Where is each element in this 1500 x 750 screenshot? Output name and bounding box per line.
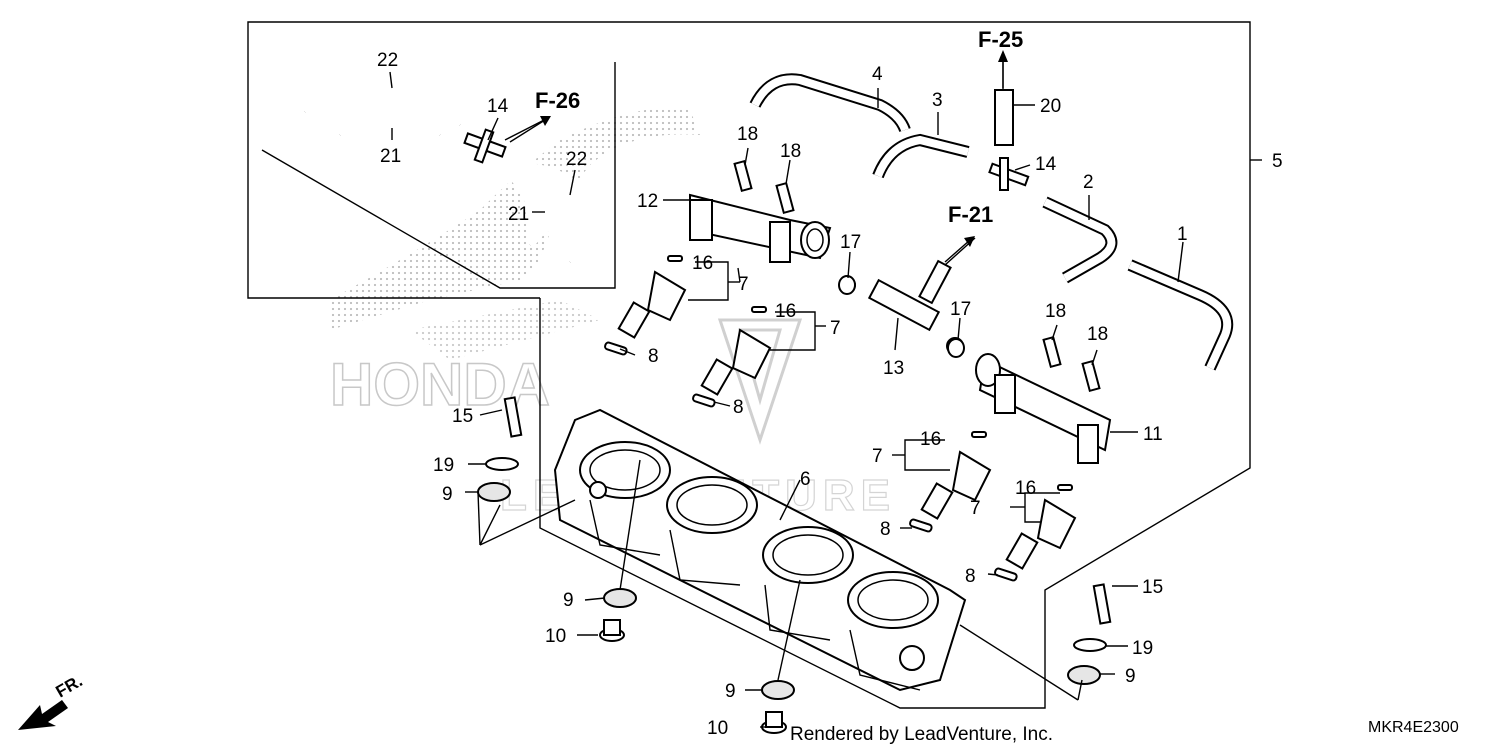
fuel-rail-upper bbox=[689, 193, 832, 263]
callout-5: 5 bbox=[1272, 151, 1283, 172]
callout-22-top: 22 bbox=[377, 50, 398, 71]
callout-13: 13 bbox=[883, 358, 904, 379]
ref-f21[interactable]: F-21 bbox=[948, 202, 993, 227]
leader-lines bbox=[389, 60, 1262, 728]
callout-18-b: 18 bbox=[780, 141, 801, 162]
callout-9-d: 9 bbox=[1125, 666, 1136, 687]
callout-6: 6 bbox=[800, 469, 811, 490]
assembly-frame bbox=[247, 21, 1251, 709]
fasteners bbox=[477, 159, 1112, 734]
dealer-logo-watermark bbox=[717, 318, 803, 445]
callout-8-c: 8 bbox=[880, 519, 891, 540]
callout-2: 2 bbox=[1083, 172, 1094, 193]
callout-16-d: 16 bbox=[1015, 478, 1036, 499]
callout-18-a: 18 bbox=[737, 124, 758, 145]
callout-16-b: 16 bbox=[775, 301, 796, 322]
front-direction-indicator: FR. bbox=[18, 671, 86, 730]
callout-3: 3 bbox=[932, 90, 943, 111]
callout-8-d: 8 bbox=[965, 566, 976, 587]
callout-9-c: 9 bbox=[725, 681, 736, 702]
fuel-rail-lower bbox=[975, 353, 1112, 464]
front-arrow-icon bbox=[18, 700, 68, 730]
callout-17-a: 17 bbox=[840, 232, 861, 253]
front-indicator-label: FR. bbox=[53, 671, 86, 701]
callout-14-inset: 14 bbox=[487, 96, 509, 117]
rendered-by-credit: Rendered by LeadVenture, Inc. bbox=[790, 724, 1053, 745]
callout-19-b: 19 bbox=[1132, 638, 1153, 659]
callout-18-c: 18 bbox=[1045, 301, 1066, 322]
callout-8-a: 8 bbox=[648, 346, 659, 367]
callout-21-top: 21 bbox=[380, 146, 401, 167]
throttle-body bbox=[553, 408, 967, 692]
callout-16-a: 16 bbox=[692, 253, 713, 274]
reference-arrows bbox=[509, 50, 1008, 263]
callout-15-a: 15 bbox=[452, 406, 473, 427]
callout-7-c: 7 bbox=[872, 446, 883, 467]
callout-15-b: 15 bbox=[1142, 577, 1163, 598]
injectors bbox=[617, 270, 1077, 570]
callout-9-a: 9 bbox=[442, 484, 453, 505]
callout-12: 12 bbox=[637, 191, 658, 212]
callout-10-a: 10 bbox=[545, 626, 566, 647]
callout-11: 11 bbox=[1143, 424, 1163, 445]
callout-7-b: 7 bbox=[830, 318, 841, 339]
callout-18-d: 18 bbox=[1087, 324, 1108, 345]
seals bbox=[604, 255, 1073, 582]
hose-set-inset bbox=[301, 83, 590, 264]
diagram-code: MKR4E2300 bbox=[1368, 719, 1459, 736]
ref-f26[interactable]: F-26 bbox=[535, 88, 580, 113]
callout-20: 20 bbox=[1040, 96, 1061, 117]
hoses-main bbox=[749, 73, 1234, 371]
callout-10-b: 10 bbox=[707, 718, 728, 739]
ref-f25[interactable]: F-25 bbox=[978, 27, 1023, 52]
callout-1: 1 bbox=[1177, 224, 1188, 245]
callout-16-c: 16 bbox=[920, 429, 941, 450]
wing-logo-watermark bbox=[330, 108, 700, 330]
callout-17-b: 17 bbox=[950, 299, 971, 320]
callout-14: 14 bbox=[1035, 154, 1057, 175]
callout-19-a: 19 bbox=[433, 455, 454, 476]
inset-frame bbox=[261, 62, 616, 289]
callout-7-a: 7 bbox=[738, 274, 749, 295]
callout-9-b: 9 bbox=[563, 590, 574, 611]
fuel-joint bbox=[840, 259, 964, 355]
callout-22-inset: 22 bbox=[566, 149, 587, 170]
callout-7-d: 7 bbox=[970, 498, 981, 519]
callout-8-b: 8 bbox=[733, 397, 744, 418]
callout-21-inset: 21 bbox=[508, 204, 529, 225]
callout-4: 4 bbox=[872, 64, 883, 85]
